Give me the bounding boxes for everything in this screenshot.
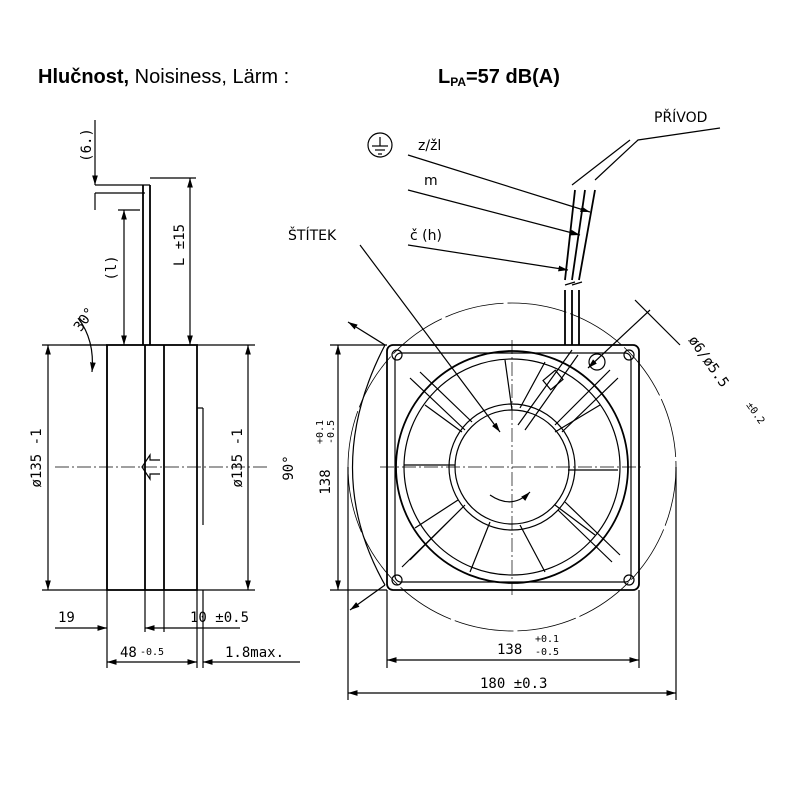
front-view [330, 127, 721, 700]
airflow-arrow-icon [141, 453, 160, 481]
mount-hole [391, 574, 403, 586]
dim-6: (6.) [79, 128, 95, 162]
dim-138-horizontal: 138 [497, 642, 522, 658]
side-view-labels: (6.) (l) L ±15 30° ø135 -1 ø135 -1 19 10… [29, 128, 284, 661]
noise-title-rest: Noisiness, Lärm : [129, 66, 290, 88]
dim-138-vertical: 138 [318, 469, 334, 494]
mount-hole [623, 574, 635, 586]
lpa-letter: L [438, 66, 451, 88]
dim-138-vertical-tol-plus: +0.1 [315, 420, 326, 444]
dim-19: 19 [58, 610, 75, 626]
dim-138-horizontal-tol-plus: +0.1 [535, 634, 559, 645]
dim-hole: ø6/ø5.5 [685, 333, 732, 391]
lpa-subscript: PA [450, 75, 466, 89]
dim-48: 48 [120, 645, 137, 661]
dim-48-tol: -0.5 [140, 647, 164, 658]
dim-90deg: 90° [281, 455, 297, 480]
mount-hole [623, 349, 635, 361]
rotation-arrow-icon [489, 491, 531, 503]
label-m: m [424, 173, 438, 189]
fan-frame [386, 344, 640, 591]
dim-L15: L ±15 [172, 224, 188, 266]
dim-180: 180 ±0.3 [480, 676, 547, 692]
dim-dia-left: ø135 -1 [29, 428, 45, 487]
dim-l: (l) [104, 255, 120, 280]
dim-dia-right: ø135 -1 [230, 428, 246, 487]
label-stitek: ŠTÍTEK [288, 226, 337, 244]
noise-value: LPA=57 dB(A) [438, 66, 560, 89]
noise-title: Hlučnost, Noisiness, Lärm : [38, 66, 289, 89]
noise-title-bold: Hlučnost, [38, 66, 130, 88]
side-view [42, 120, 300, 668]
label-privod: PŘÍVOD [654, 109, 707, 126]
label-zzl: z/žl [418, 138, 441, 154]
dim-hole-tol: ±0.2 [744, 400, 767, 426]
dim-138-vertical-tol-minus: -0.5 [326, 420, 337, 444]
dim-30deg: 30° [71, 305, 99, 335]
dim-18max: 1.8max. [225, 645, 284, 661]
dim-10: 10 ±0.5 [190, 610, 249, 626]
dim-138-horizontal-tol-minus: -0.5 [535, 647, 559, 658]
fan-body-side [106, 344, 198, 591]
mount-hole [391, 349, 403, 361]
lpa-value: =57 dB(A) [466, 66, 560, 88]
ground-icon [367, 132, 393, 158]
label-ch: č (h) [410, 228, 442, 244]
